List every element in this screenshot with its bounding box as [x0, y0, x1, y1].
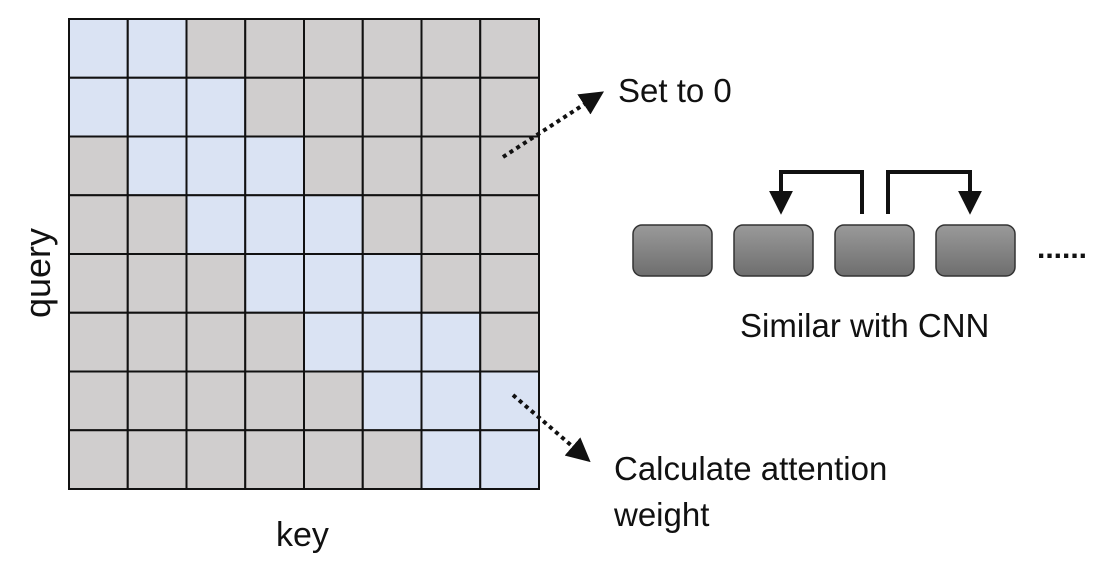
- attended-cell: [244, 135, 305, 197]
- masked-cell: [479, 76, 540, 138]
- masked-cell: [420, 253, 482, 314]
- attended-cell: [185, 76, 247, 138]
- masked-cell: [126, 370, 188, 432]
- masked-cell: [68, 429, 129, 490]
- masked-cell: [361, 135, 423, 197]
- masked-cell: [68, 194, 129, 255]
- attended-cell: [244, 194, 305, 255]
- attended-annotation: Calculate attention weight: [614, 446, 954, 537]
- sequence-caption: Similar with CNN: [740, 307, 990, 344]
- sequence-ellipsis: ......: [1037, 232, 1087, 265]
- attention-matrix: [68, 18, 540, 490]
- masked-cell: [126, 311, 188, 373]
- masked-cell: [244, 311, 305, 373]
- sequence-block: [632, 224, 713, 277]
- masked-cell: [361, 76, 423, 138]
- attended-annotation-line1: Calculate attention: [614, 450, 888, 487]
- masked-cell: [479, 311, 540, 373]
- masked-cell: [420, 18, 482, 79]
- attended-cell: [303, 253, 364, 314]
- masked-cell: [185, 18, 247, 79]
- attended-cell: [361, 311, 423, 373]
- masked-cell: [185, 311, 247, 373]
- masked-cell: [244, 429, 305, 490]
- masked-cell: [68, 370, 129, 432]
- masked-cell: [244, 370, 305, 432]
- attended-cell: [361, 370, 423, 432]
- masked-cell: [479, 18, 540, 79]
- masked-cell: [479, 253, 540, 314]
- attended-cell: [68, 76, 129, 138]
- masked-cell-arrow: [501, 91, 605, 159]
- attended-annotation-line2: weight: [614, 495, 710, 533]
- attended-cell: [68, 18, 129, 79]
- masked-cell: [479, 194, 540, 255]
- masked-cell: [420, 135, 482, 197]
- attended-cell: [126, 135, 188, 197]
- attended-cell: [126, 76, 188, 138]
- attended-cell: [303, 311, 364, 373]
- attended-cell: [420, 429, 482, 490]
- masked-cell: [303, 370, 364, 432]
- left-connector-arrow: [769, 170, 864, 215]
- masked-cell: [126, 194, 188, 255]
- attended-cell: [126, 18, 188, 79]
- masked-cell: [303, 135, 364, 197]
- masked-cell: [68, 253, 129, 314]
- masked-cell: [420, 194, 482, 255]
- key-axis-label: key: [276, 516, 329, 554]
- attended-cell: [479, 370, 540, 432]
- query-axis-label: query: [17, 227, 58, 319]
- sequence-block: [733, 224, 814, 277]
- masked-cell: [361, 18, 423, 79]
- masked-cell: [185, 253, 247, 314]
- masked-cell: [68, 135, 129, 197]
- attended-cell: [420, 370, 482, 432]
- attended-cell-arrow: [511, 393, 591, 463]
- sequence-block: [834, 224, 915, 277]
- masked-cell: [479, 135, 540, 197]
- attended-cell: [420, 311, 482, 373]
- masked-cell: [244, 18, 305, 79]
- masked-cell: [68, 311, 129, 373]
- attended-cell: [185, 135, 247, 197]
- attended-cell: [303, 194, 364, 255]
- masked-cell: [420, 76, 482, 138]
- masked-cell: [185, 370, 247, 432]
- sequence-blocks: [632, 224, 1016, 277]
- masked-cell: [303, 18, 364, 79]
- masked-cell: [185, 429, 247, 490]
- attended-cell: [185, 194, 247, 255]
- masked-cell: [303, 429, 364, 490]
- masked-cell: [126, 253, 188, 314]
- attended-cell: [479, 429, 540, 490]
- masked-cell: [361, 429, 423, 490]
- sequence-block: [935, 224, 1016, 277]
- masked-cell: [244, 76, 305, 138]
- masked-cell: [303, 76, 364, 138]
- masked-cell: [126, 429, 188, 490]
- masked-cell: [361, 194, 423, 255]
- attended-cell: [361, 253, 423, 314]
- right-connector-arrow: [886, 170, 982, 215]
- masked-annotation: Set to 0: [618, 72, 732, 109]
- attended-cell: [244, 253, 305, 314]
